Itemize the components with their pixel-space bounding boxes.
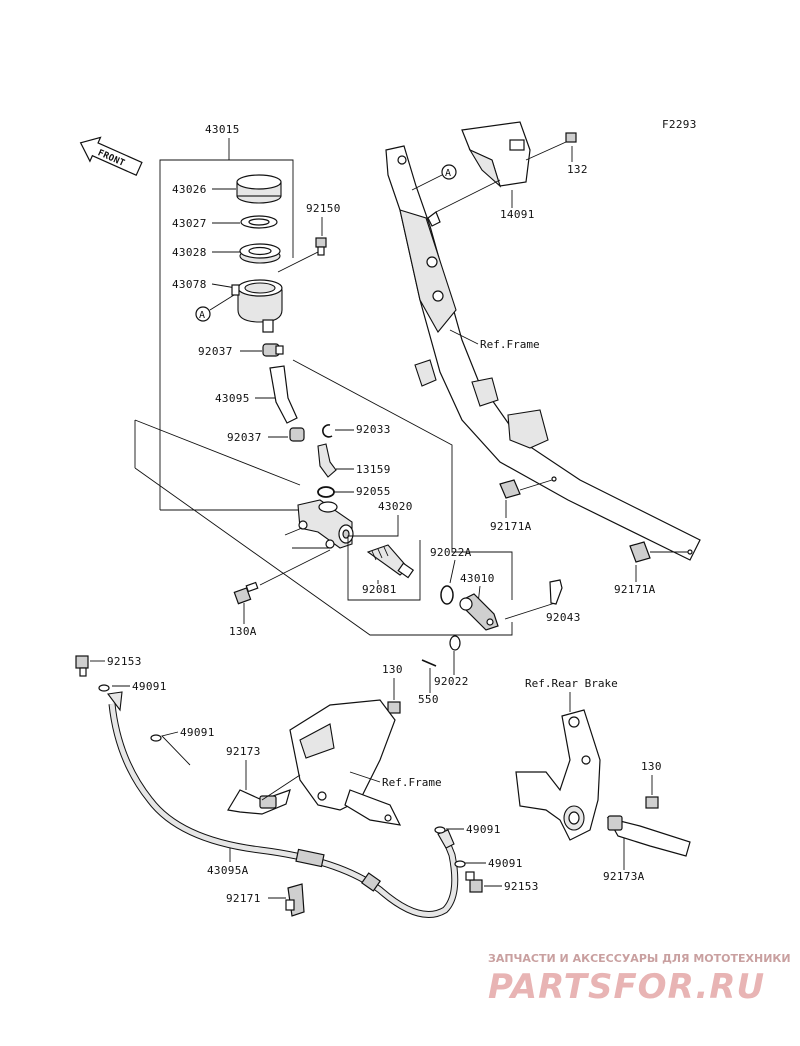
frame-top-icon [385,145,701,561]
bolt-130-right-icon [645,796,659,809]
callout-a-right: A [411,164,457,191]
diaphragm-plate-icon [240,215,278,229]
label-92081: 92081 [362,583,397,596]
label-92037-lower: 92037 [227,431,262,444]
label-43010: 43010 [460,572,495,585]
circlip-icon [322,424,333,438]
label-43078: 43078 [172,278,207,291]
figure-code: F2293 [662,118,697,131]
o-ring-icon [317,486,335,498]
hose-clamp-92171-icon [285,883,305,917]
label-43027: 43027 [172,217,207,230]
reservoir-icon [231,279,283,333]
label-92171A-right: 92171A [614,583,656,596]
hose-clamp-lower-icon [289,427,305,442]
hose-fitting-icon [317,443,337,478]
bolt-92150-icon [315,237,327,256]
label-49091-d: 49091 [488,857,523,870]
ref-frame-bottom: Ref.Frame [382,776,442,789]
ref-rear-brake: Ref.Rear Brake [525,677,618,690]
callout-a-left: A [195,294,235,322]
bolt-130-mid-icon [387,701,401,714]
brake-hose-43095A-icon [107,691,459,918]
label-92033: 92033 [356,423,391,436]
label-130A: 130A [229,625,257,638]
label-13159: 13159 [356,463,391,476]
label-92037-upper: 92037 [198,345,233,358]
label-92171: 92171 [226,892,261,905]
gasket-c-icon [434,826,446,834]
label-43026: 43026 [172,183,207,196]
label-92153-top: 92153 [107,655,142,668]
frame-bottom-icon [289,699,402,826]
bolt-130A-icon [233,581,259,605]
rear-brake-bracket-icon [515,709,601,841]
bracket-14091-icon [461,121,531,188]
bolt-132-icon [565,132,577,143]
label-92055: 92055 [356,485,391,498]
label-130-mid: 130 [382,663,403,676]
washer-icon [449,635,461,651]
grommet-92171A-left-icon [499,479,521,499]
label-49091-b: 49091 [180,726,215,739]
cotter-pin-icon [421,659,437,667]
bracket-92173A-icon [606,815,691,857]
watermark-tagline: ЗАПЧАСТИ И АКСЕССУАРЫ ДЛЯ МОТОТЕХНИКИ [488,952,791,965]
label-550: 550 [418,693,439,706]
hose-clamp-upper-icon [262,343,284,357]
label-92171A-left: 92171A [490,520,532,533]
ref-frame-top: Ref.Frame [480,338,540,351]
gasket-d-icon [454,860,466,868]
gasket-a-icon [98,684,110,692]
svg-text:A: A [445,168,451,179]
bracket-92173-icon [227,789,291,815]
piston-assembly-icon [366,544,415,579]
watermark-brand: PARTSFOR.RU [488,967,765,1007]
label-130-right: 130 [641,760,662,773]
push-rod-clevis-icon [459,593,499,631]
diaphragm-icon [239,243,281,264]
label-92022A: 92022A [430,546,472,559]
grommet-92171A-right-icon [629,541,651,563]
label-49091-a: 49091 [132,680,167,693]
label-132: 132 [567,163,588,176]
label-92173: 92173 [226,745,261,758]
label-43015: 43015 [205,123,240,136]
label-43020: 43020 [378,500,413,513]
label-92153-bottom: 92153 [504,880,539,893]
label-92150: 92150 [306,202,341,215]
banjo-bolt-bottom-icon [465,871,483,893]
master-cylinder-body-icon [297,499,354,549]
label-43095: 43095 [215,392,250,405]
circlip-92022A-icon [440,585,454,605]
label-92173A: 92173A [603,870,645,883]
gasket-b-icon [150,734,162,742]
clevis-pin-icon [549,579,563,605]
banjo-bolt-top-icon [75,655,89,677]
svg-text:A: A [199,310,205,321]
label-43095A: 43095A [207,864,249,877]
label-92022: 92022 [434,675,469,688]
label-43028: 43028 [172,246,207,259]
front-arrow-icon: FRONT [79,136,143,177]
label-14091: 14091 [500,208,535,221]
reservoir-cap-icon [236,174,282,204]
reservoir-hose-icon [269,365,298,424]
label-49091-c: 49091 [466,823,501,836]
label-92043: 92043 [546,611,581,624]
